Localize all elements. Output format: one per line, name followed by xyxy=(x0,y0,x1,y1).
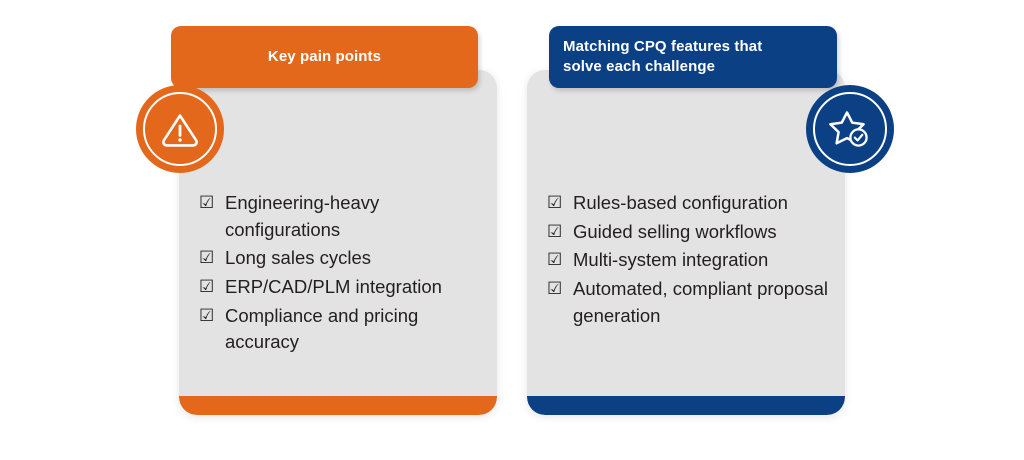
list-item-label: Automated, compliant proposal generation xyxy=(573,277,829,326)
checkbox-checked-icon: ☑ xyxy=(199,193,215,212)
warning-triangle-icon xyxy=(162,114,198,147)
header-title: Key pain points xyxy=(267,48,382,66)
checkbox-checked-icon: ☑ xyxy=(199,276,215,296)
card-matching-cpq-features: ☑ Rules-based configuration ☑ Guided sel… xyxy=(527,70,845,415)
list-item-label: Guided selling workflows xyxy=(573,220,777,242)
header-title: Matching CPQ features that solve each ch… xyxy=(563,38,763,75)
list-item: ☑ Guided selling workflows xyxy=(547,219,831,246)
list-item-label: Rules-based configuration xyxy=(573,192,788,213)
list-item-label: Long sales cycles xyxy=(225,247,372,269)
star-check-icon xyxy=(829,111,868,147)
header-bar-matching-cpq-features: Matching CPQ features that solve each ch… xyxy=(549,26,837,88)
list-item: ☑ ERP/CAD/PLM integration xyxy=(199,274,483,301)
pain-points-list: ☑ Engineering-heavy configurations ☑ Lon… xyxy=(199,190,483,358)
checkbox-checked-icon: ☑ xyxy=(199,305,215,325)
checkbox-checked-icon: ☑ xyxy=(199,248,215,268)
list-item: ☑ Compliance and pricing accuracy xyxy=(199,303,483,356)
badge-verified-star xyxy=(806,85,894,173)
checkbox-checked-icon: ☑ xyxy=(547,278,563,298)
list-item: ☑ Engineering-heavy configurations xyxy=(199,190,483,243)
badge-ring xyxy=(813,92,887,166)
card-footer-accent-bar xyxy=(527,396,845,415)
checkbox-checked-icon: ☑ xyxy=(547,193,563,212)
header-bar-key-pain-points: Key pain points xyxy=(171,26,478,88)
list-item-label: Compliance and pricing accuracy xyxy=(225,304,419,353)
checkbox-checked-icon: ☑ xyxy=(547,221,563,241)
badge-warning xyxy=(136,85,224,173)
card-footer-accent-bar xyxy=(179,396,497,415)
badge-ring xyxy=(143,92,217,166)
checkbox-checked-icon: ☑ xyxy=(547,250,563,270)
list-item: ☑ Automated, compliant proposal generati… xyxy=(547,276,831,329)
list-item: ☑ Long sales cycles xyxy=(199,245,483,272)
list-item: ☑ Rules-based configuration xyxy=(547,190,831,217)
list-item: ☑ Multi-system integration xyxy=(547,247,831,274)
list-item-label: Multi-system integration xyxy=(573,249,769,271)
cpq-features-list: ☑ Rules-based configuration ☑ Guided sel… xyxy=(547,190,831,331)
list-item-label: Engineering-heavy configurations xyxy=(225,192,380,240)
card-key-pain-points: ☑ Engineering-heavy configurations ☑ Lon… xyxy=(179,70,497,415)
list-item-label: ERP/CAD/PLM integration xyxy=(225,275,442,297)
